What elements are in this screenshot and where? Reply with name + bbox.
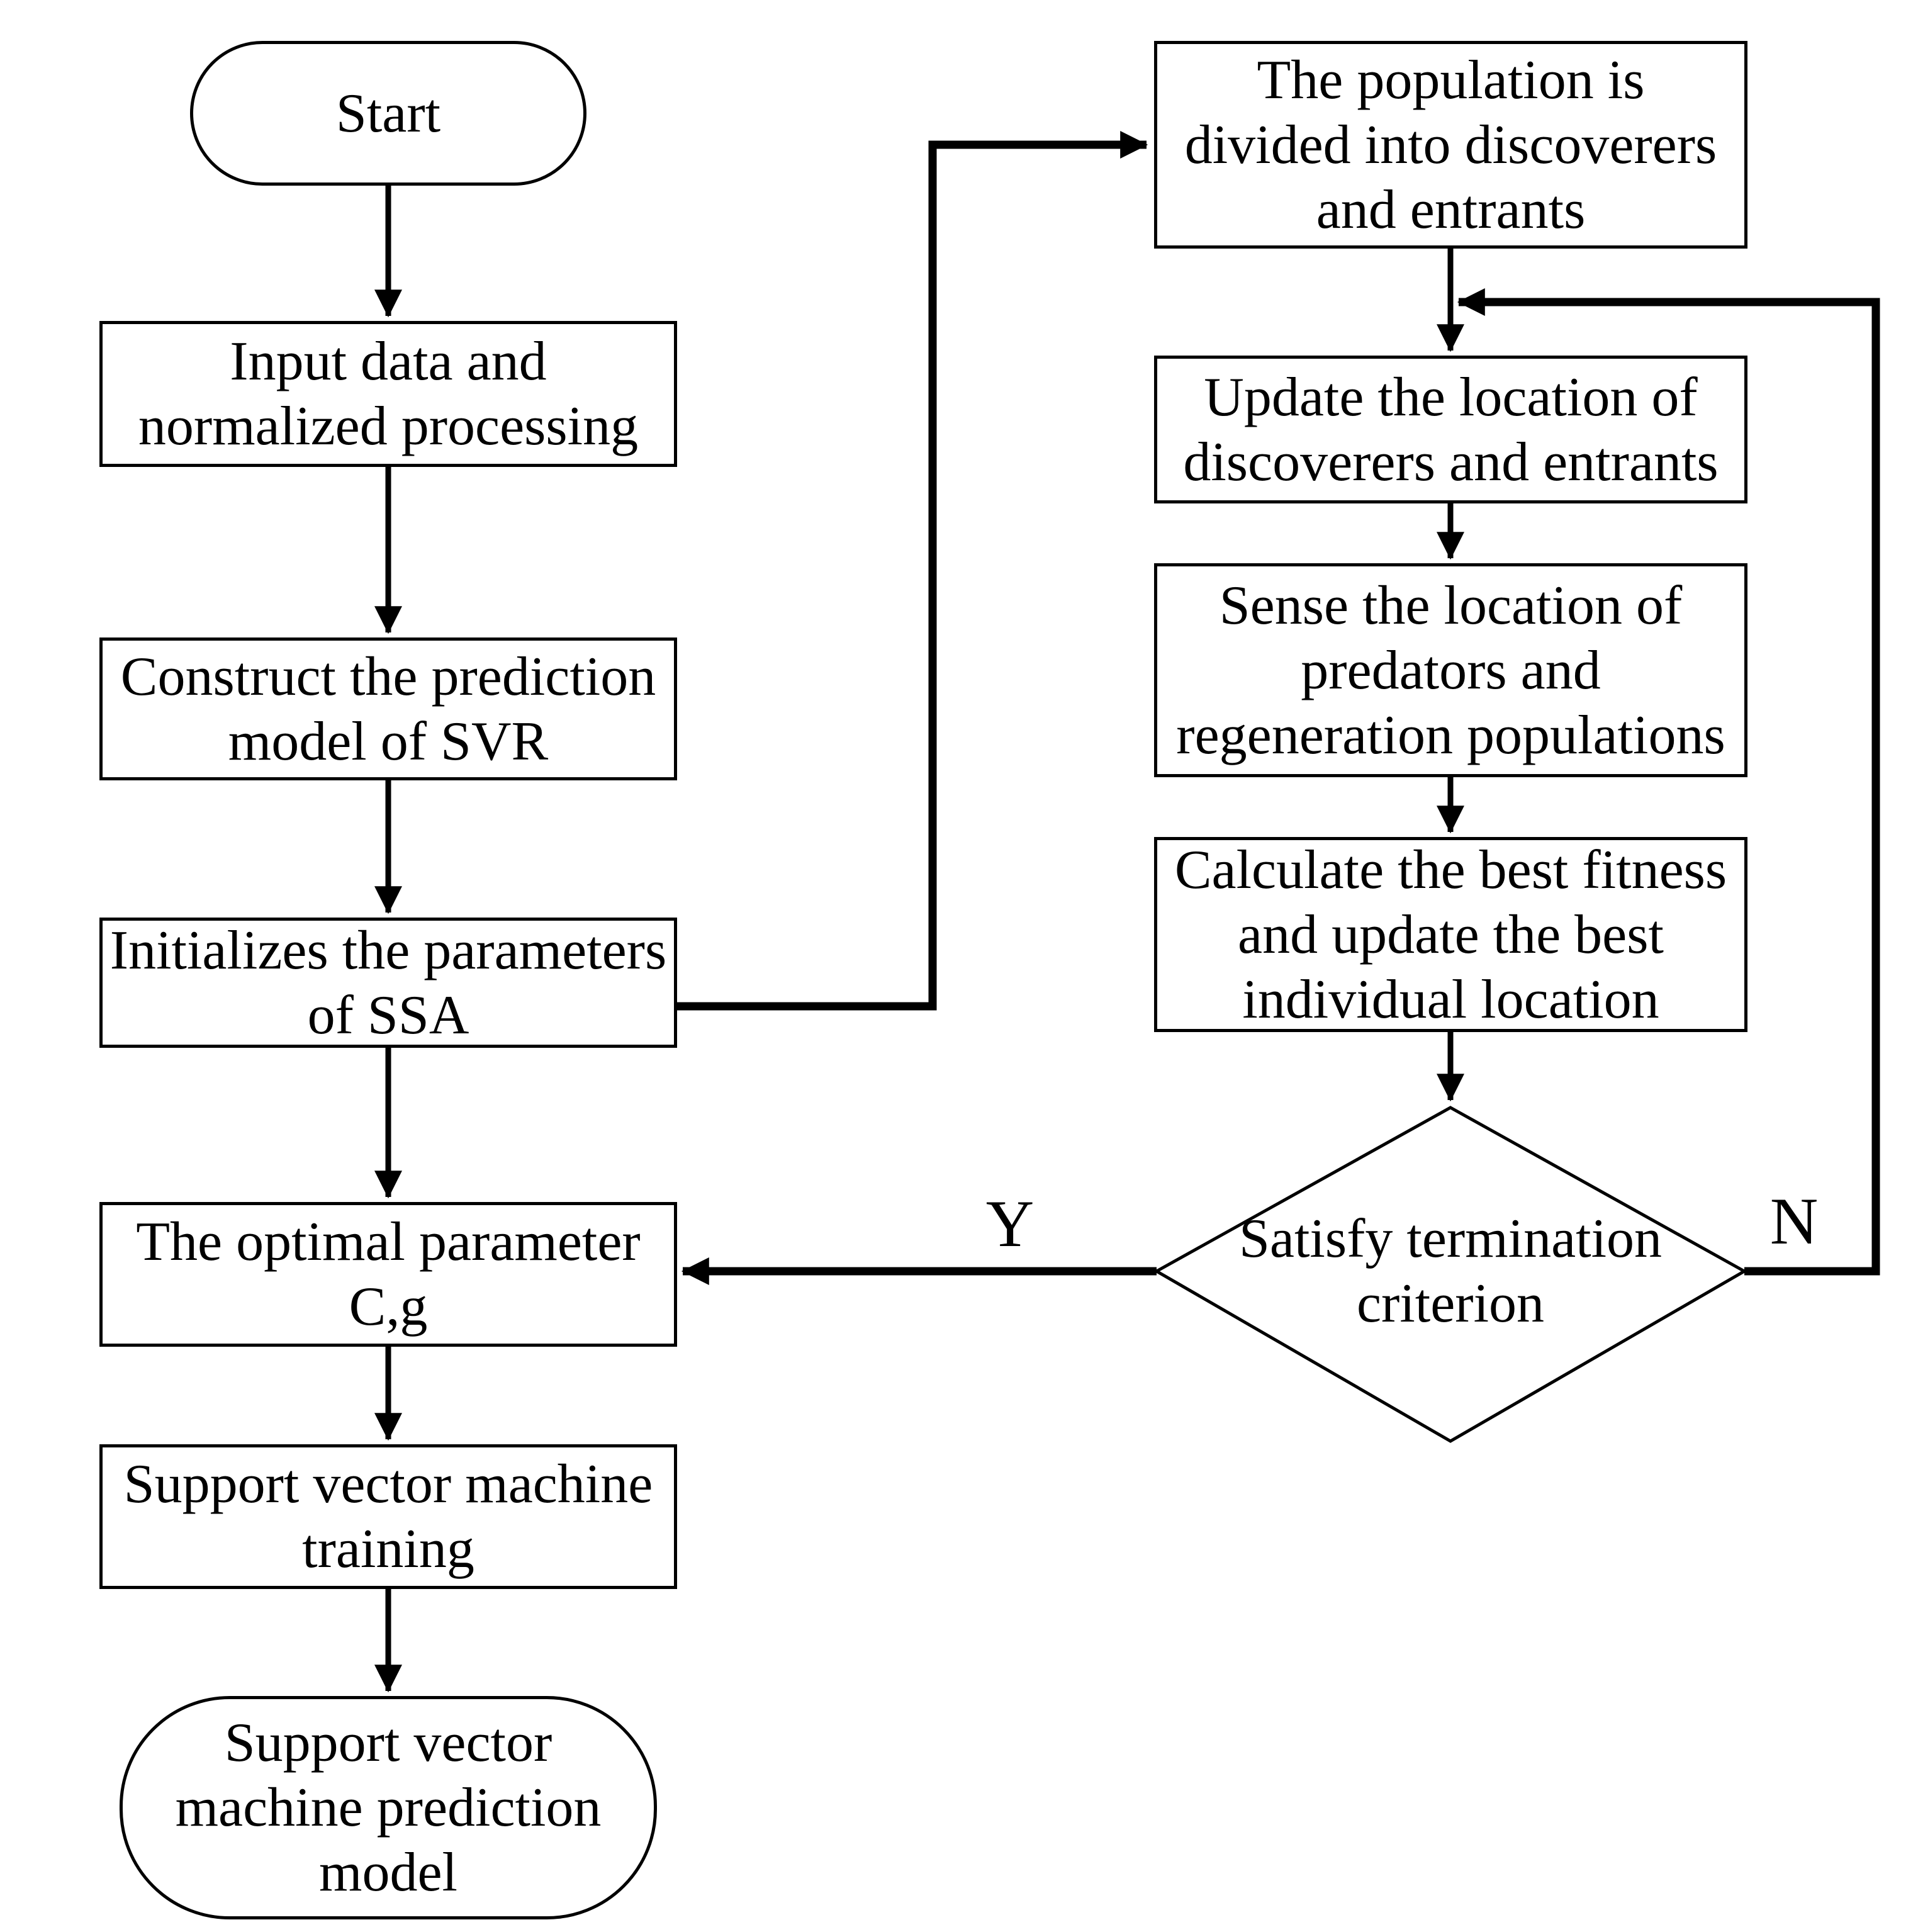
edge-label-yes: Y	[985, 1187, 1035, 1261]
node-termination-label: Satisfy termination criterion	[1157, 1206, 1744, 1336]
node-sense-location-line: Sense the location of	[1219, 575, 1683, 636]
node-population-divided-line: The population is	[1257, 49, 1645, 111]
node-input-data-line: Input data and	[230, 331, 547, 392]
node-svm-prediction-model-line: Support vector	[224, 1712, 552, 1773]
node-sense-location-line: predators and	[1301, 639, 1601, 701]
node-init-ssa-line: of SSA	[307, 984, 469, 1046]
node-optimal-param-line: C,g	[349, 1276, 428, 1337]
node-svm-prediction-model-line: machine prediction	[175, 1777, 602, 1838]
node-svm-prediction-model-line: model	[319, 1842, 457, 1903]
node-svm-prediction-model: Support vector machine prediction model	[120, 1696, 657, 1919]
node-init-ssa-line: Initializes the parameters	[109, 919, 667, 981]
node-svm-training-line: training	[302, 1519, 474, 1580]
node-init-ssa: Initializes the parameters of SSA	[99, 918, 677, 1048]
node-calculate-fitness: Calculate the best fitness and update th…	[1154, 837, 1747, 1032]
node-optimal-param: The optimal parameter C,g	[99, 1202, 677, 1347]
decision-diamond-shape	[1153, 1106, 1748, 1443]
node-population-divided-line: divided into discoverers	[1184, 114, 1717, 176]
node-sense-location-line: regeneration populations	[1176, 704, 1725, 766]
edge-decision-update-no	[1457, 288, 1880, 1276]
node-input-data-line: normalized processing	[138, 396, 639, 457]
node-calculate-fitness-line: and update the best	[1238, 904, 1664, 965]
node-optimal-param-line: The optimal parameter	[136, 1211, 641, 1272]
node-termination-line: Satisfy termination	[1238, 1208, 1663, 1269]
node-update-location-line: Update the location of	[1204, 366, 1698, 428]
node-update-location-line: discoverers and entrants	[1183, 431, 1719, 493]
node-svm-training: Support vector machine training	[99, 1444, 677, 1589]
edge-label-no: N	[1769, 1184, 1819, 1258]
node-construct-svr-line: Construct the prediction	[120, 646, 656, 707]
node-start: Start	[190, 41, 586, 186]
edge-init-population	[677, 131, 1148, 1011]
node-svm-training-line: Support vector machine	[123, 1454, 653, 1515]
node-construct-svr: Construct the prediction model of SVR	[99, 637, 677, 780]
node-calculate-fitness-line: Calculate the best fitness	[1174, 839, 1727, 901]
node-population-divided: The population is divided into discovere…	[1154, 41, 1747, 249]
node-sense-location: Sense the location of predators and rege…	[1154, 563, 1747, 777]
node-calculate-fitness-line: individual location	[1242, 969, 1659, 1030]
node-construct-svr-line: model of SVR	[228, 710, 549, 772]
node-input-data: Input data and normalized processing	[99, 321, 677, 467]
node-population-divided-line: and entrants	[1316, 179, 1586, 240]
node-update-location: Update the location of discoverers and e…	[1154, 356, 1747, 503]
node-termination-line: criterion	[1356, 1273, 1545, 1334]
node-start-label: Start	[335, 82, 441, 144]
